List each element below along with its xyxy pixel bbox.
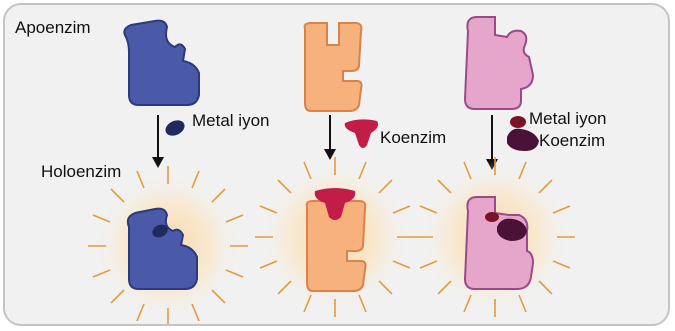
arrow-2: [324, 115, 336, 160]
coenzyme-dark: [507, 129, 539, 151]
label-apoenzyme: Apoenzim: [15, 19, 91, 36]
apoenzyme-pink: [465, 17, 533, 109]
label-metal-ion-1: Metal iyon: [192, 112, 269, 129]
coenzyme-red: [345, 119, 378, 148]
diagram-frame: Apoenzim Holoenzim Metal iyon Koenzim Me…: [3, 3, 670, 326]
arrow-1: [152, 115, 164, 168]
holoenzyme-orange: [307, 188, 366, 291]
apoenzyme-orange: [305, 23, 362, 111]
metal-ion-dark-red: [510, 116, 526, 128]
label-coenzyme-1: Koenzim: [380, 129, 446, 146]
label-holoenzyme: Holoenzim: [41, 163, 121, 180]
apoenzyme-blue: [124, 21, 199, 105]
label-coenzyme-3: Koenzim: [539, 132, 605, 149]
metal-ion-blue: [163, 117, 187, 138]
label-metal-ion-3: Metal iyon: [529, 110, 606, 127]
